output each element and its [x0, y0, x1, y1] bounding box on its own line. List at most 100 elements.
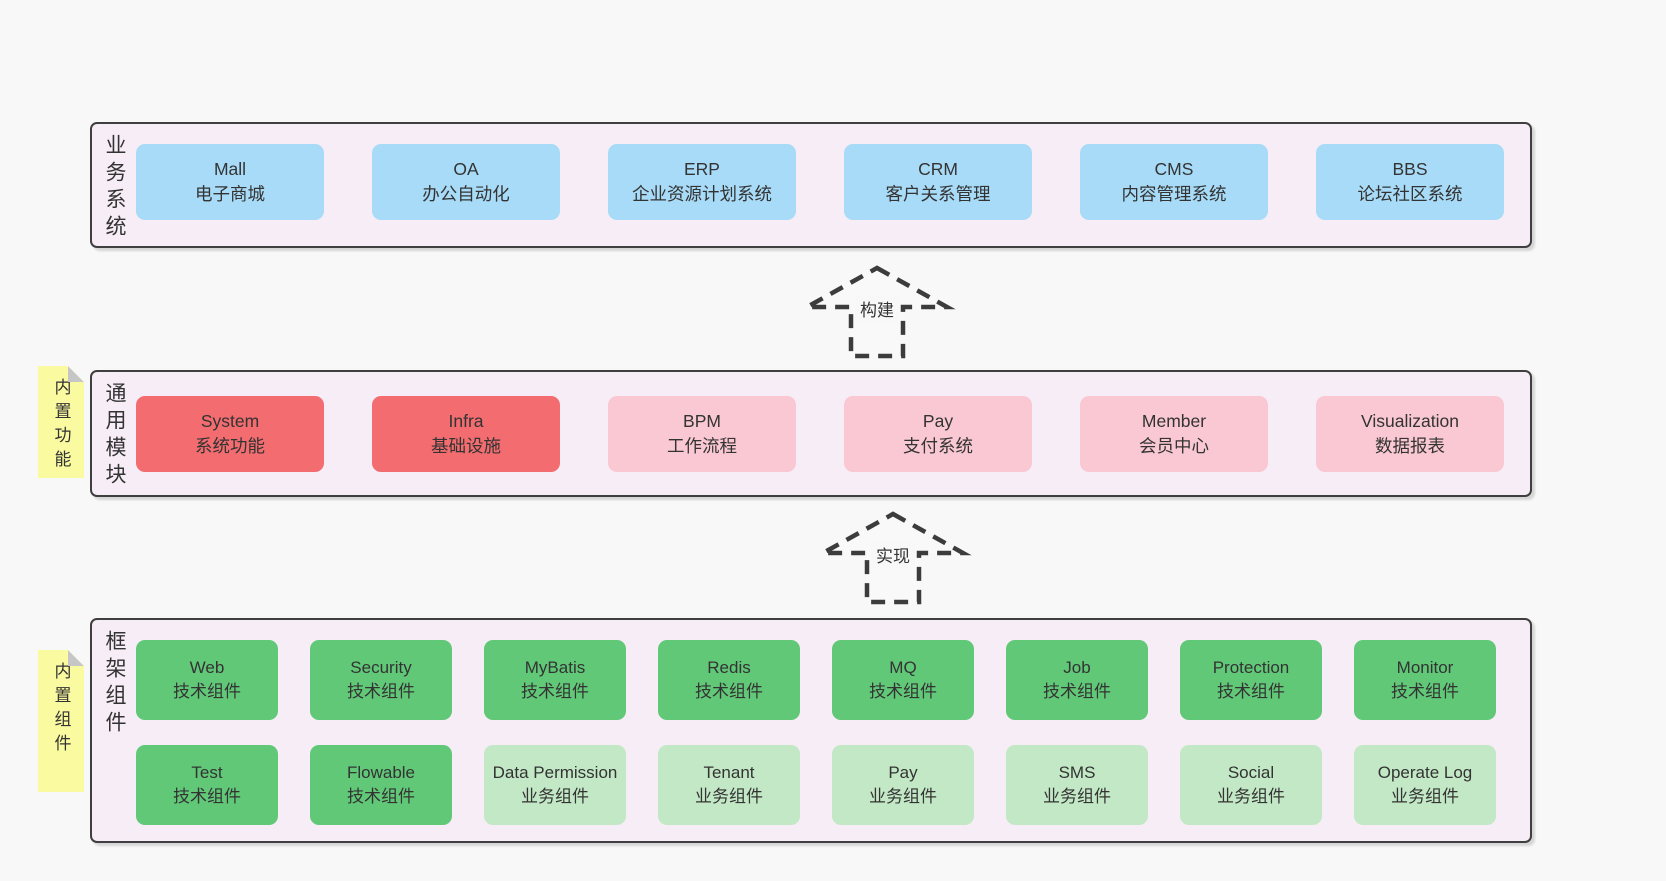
- box-data-permission: Data Permission 业务组件: [484, 745, 626, 825]
- box-subtitle: 支付系统: [903, 436, 973, 456]
- box-title: Pay: [922, 411, 954, 432]
- business-systems-layer: 业务系统 Mall 电子商城 OA 办公自动化 ERP 企业资源计划系统 CRM…: [90, 122, 1532, 248]
- box-title: Monitor: [1396, 657, 1454, 677]
- box-subtitle: 数据报表: [1375, 436, 1445, 456]
- box-subtitle: 业务组件: [1043, 787, 1111, 806]
- box-job: Job 技术组件: [1006, 640, 1148, 720]
- box-member: Member 会员中心: [1080, 396, 1268, 472]
- box-subtitle: 论坛社区系统: [1357, 184, 1463, 204]
- box-title: ERP: [684, 159, 720, 180]
- box-protection: Protection 技术组件: [1180, 640, 1322, 720]
- box-bpm: BPM 工作流程: [608, 396, 796, 472]
- built-in-features-note: 内置功能: [38, 366, 84, 478]
- box-title: Pay: [888, 762, 918, 782]
- box-subtitle: 基础设施: [431, 436, 501, 456]
- business-boxes: Mall 电子商城 OA 办公自动化 ERP 企业资源计划系统 CRM 客户关系…: [136, 124, 1530, 246]
- box-pay: Pay 支付系统: [844, 396, 1032, 472]
- box-subtitle: 工作流程: [667, 436, 737, 456]
- box-subtitle: 客户关系管理: [885, 184, 991, 204]
- framework-layer-label: 框架组件: [103, 630, 126, 738]
- modules-layer-label: 通用模块: [103, 382, 126, 490]
- module-boxes: System 系统功能 Infra 基础设施 BPM 工作流程 Pay 支付系统…: [136, 372, 1530, 495]
- box-mq: MQ 技术组件: [832, 640, 974, 720]
- box-title: Visualization: [1361, 411, 1459, 432]
- note-fold-corner-icon: [68, 366, 84, 382]
- box-bbs: BBS 论坛社区系统: [1316, 144, 1504, 220]
- box-cms: CMS 内容管理系统: [1080, 144, 1268, 220]
- common-modules-layer: 通用模块 System 系统功能 Infra 基础设施 BPM 工作流程 Pay…: [90, 370, 1532, 497]
- box-sms: SMS 业务组件: [1006, 745, 1148, 825]
- framework-components-layer: 框架组件 Web 技术组件 Security 技术组件 MyBatis 技术组件…: [90, 618, 1532, 843]
- box-subtitle: 技术组件: [173, 682, 241, 701]
- box-subtitle: 办公自动化: [422, 184, 510, 204]
- box-web: Web 技术组件: [136, 640, 278, 720]
- box-operate-log: Operate Log 业务组件: [1354, 745, 1496, 825]
- box-subtitle: 技术组件: [1043, 682, 1111, 701]
- box-title: OA: [453, 159, 479, 180]
- box-title: Redis: [707, 657, 751, 677]
- box-subtitle: 业务组件: [869, 787, 937, 806]
- box-subtitle: 技术组件: [869, 682, 937, 701]
- box-title: Security: [350, 657, 412, 677]
- note-fold-corner-icon: [68, 650, 84, 666]
- box-title: BBS: [1392, 159, 1428, 180]
- box-title: Protection: [1212, 657, 1290, 677]
- box-title: MQ: [889, 657, 917, 677]
- box-security: Security 技术组件: [310, 640, 452, 720]
- box-subtitle: 业务组件: [1391, 787, 1459, 806]
- box-title: Member: [1141, 411, 1207, 432]
- box-infra: Infra 基础设施: [372, 396, 560, 472]
- box-tenant: Tenant 业务组件: [658, 745, 800, 825]
- box-subtitle: 内容管理系统: [1121, 184, 1227, 204]
- note-label: 内置组件: [51, 662, 71, 758]
- box-pay-biz: Pay 业务组件: [832, 745, 974, 825]
- box-title: Data Permission: [492, 762, 618, 782]
- box-title: Social: [1227, 762, 1275, 782]
- box-subtitle: 技术组件: [347, 787, 415, 806]
- box-monitor: Monitor 技术组件: [1354, 640, 1496, 720]
- box-title: BPM: [683, 411, 721, 432]
- box-subtitle: 企业资源计划系统: [632, 184, 772, 204]
- box-title: Mall: [213, 159, 247, 180]
- box-title: SMS: [1058, 762, 1096, 782]
- framework-row-1: Web 技术组件 Security 技术组件 MyBatis 技术组件 Redi…: [136, 640, 1504, 720]
- box-test: Test 技术组件: [136, 745, 278, 825]
- note-label: 内置功能: [51, 378, 71, 474]
- framework-row-2: Test 技术组件 Flowable 技术组件 Data Permission …: [136, 745, 1504, 825]
- box-title: MyBatis: [524, 657, 586, 677]
- built-in-components-note: 内置组件: [38, 650, 84, 792]
- box-mall: Mall 电子商城: [136, 144, 324, 220]
- box-title: CMS: [1154, 159, 1194, 180]
- box-title: System: [200, 411, 260, 432]
- box-subtitle: 业务组件: [695, 787, 763, 806]
- box-title: Flowable: [346, 762, 416, 782]
- box-subtitle: 技术组件: [695, 682, 763, 701]
- box-title: CRM: [918, 159, 958, 180]
- box-subtitle: 技术组件: [521, 682, 589, 701]
- implement-arrow-label: 实现: [871, 541, 915, 568]
- box-title: Infra: [448, 411, 484, 432]
- box-title: Job: [1063, 657, 1091, 677]
- box-subtitle: 会员中心: [1139, 436, 1209, 456]
- box-subtitle: 技术组件: [347, 682, 415, 701]
- box-subtitle: 技术组件: [1391, 682, 1459, 701]
- build-arrow: 构建: [797, 264, 957, 360]
- box-subtitle: 业务组件: [521, 787, 589, 806]
- box-subtitle: 业务组件: [1217, 787, 1285, 806]
- build-arrow-label: 构建: [855, 295, 899, 322]
- box-subtitle: 技术组件: [173, 787, 241, 806]
- box-redis: Redis 技术组件: [658, 640, 800, 720]
- box-mybatis: MyBatis 技术组件: [484, 640, 626, 720]
- implement-arrow: 实现: [813, 510, 973, 606]
- box-subtitle: 技术组件: [1217, 682, 1285, 701]
- box-title: Tenant: [703, 762, 755, 782]
- box-flowable: Flowable 技术组件: [310, 745, 452, 825]
- box-erp: ERP 企业资源计划系统: [608, 144, 796, 220]
- box-title: Web: [189, 657, 225, 677]
- box-title: Test: [191, 762, 223, 782]
- box-crm: CRM 客户关系管理: [844, 144, 1032, 220]
- box-visualization: Visualization 数据报表: [1316, 396, 1504, 472]
- box-social: Social 业务组件: [1180, 745, 1322, 825]
- box-system: System 系统功能: [136, 396, 324, 472]
